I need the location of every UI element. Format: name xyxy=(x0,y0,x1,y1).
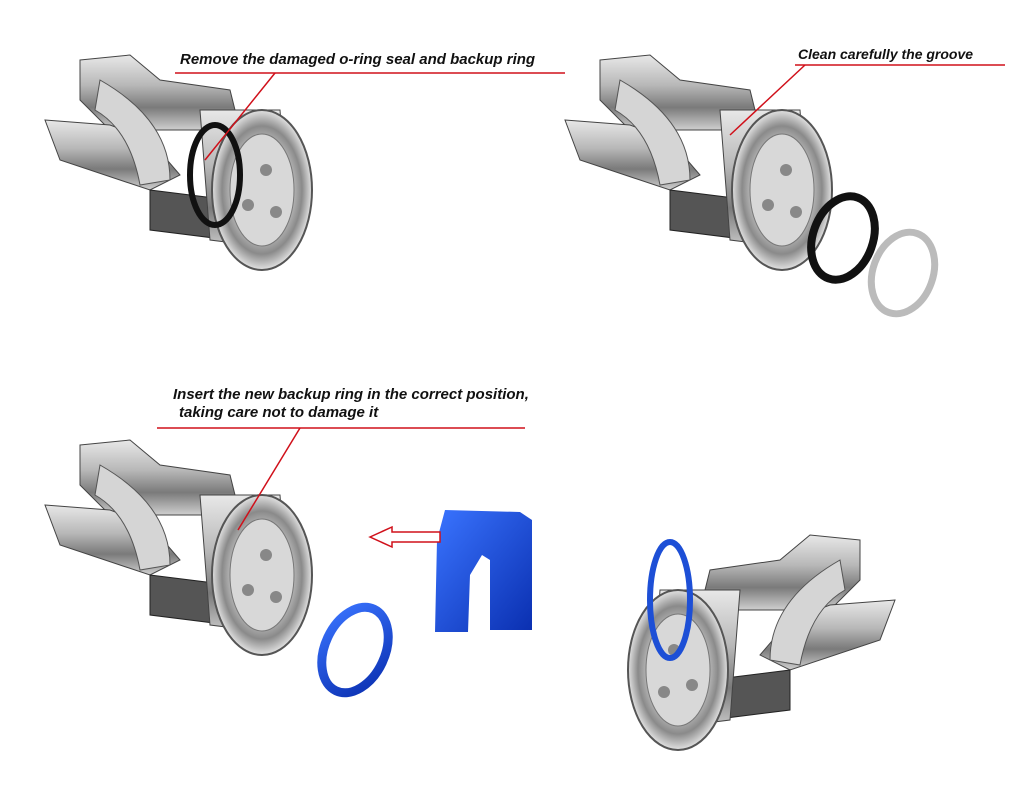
backup-ring-cross-section xyxy=(435,510,532,632)
coupling-step2 xyxy=(564,54,833,271)
caption-step3-line1: Insert the new backup ring in the correc… xyxy=(173,386,529,403)
new-backup-ring xyxy=(317,602,393,698)
coupling-assembled xyxy=(627,534,896,751)
caption-step1: Remove the damaged o-ring seal and backu… xyxy=(180,51,536,68)
installed-backup-ring xyxy=(647,539,693,661)
leader-pointer-3 xyxy=(237,427,301,531)
removed-oring xyxy=(807,192,879,284)
removed-backup-ring xyxy=(867,228,939,318)
caption-step2: Clean carefully the groove xyxy=(798,46,974,62)
leader-pointer-1 xyxy=(204,72,276,161)
coupling-step1 xyxy=(44,54,313,271)
caption-step3-line2: taking care not to damage it xyxy=(179,404,379,421)
insert-arrow xyxy=(368,525,441,549)
damaged-oring xyxy=(187,122,243,228)
coupling-step3 xyxy=(44,439,313,656)
leader-pointer-2 xyxy=(729,64,806,136)
